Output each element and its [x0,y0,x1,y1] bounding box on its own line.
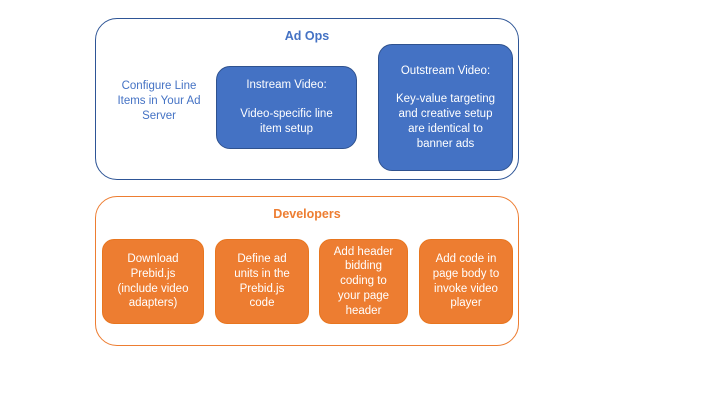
ad-ops-group: Ad Ops Configure Line Items in Your Ad S… [95,18,519,180]
outstream-video-node-body: Key-value targeting and creative setup a… [395,93,496,150]
define-ad-units-node: Define ad units in the Prebid.js code [215,239,309,324]
add-page-body-code-node: Add code in page body to invoke video pl… [419,239,513,324]
outstream-video-node-title: Outstream Video: [400,64,491,77]
download-prebid-node: Download Prebid.js (include video adapte… [102,239,204,324]
developers-group: Developers Download Prebid.js (include v… [95,196,519,346]
ad-ops-group-title: Ad Ops [284,29,330,43]
instream-video-node-body: Video-specific line item setup [240,108,333,135]
instream-video-node-title: Instream Video: [246,79,327,92]
outstream-video-node: Outstream Video: Key-value targeting and… [378,44,513,171]
add-header-bidding-node: Add header bidding coding to your page h… [319,239,408,324]
developers-group-title: Developers [273,207,341,221]
instream-video-node: Instream Video: Video-specific line item… [216,66,357,149]
configure-line-items-note: Configure Line Items in Your Ad Server [117,80,201,123]
